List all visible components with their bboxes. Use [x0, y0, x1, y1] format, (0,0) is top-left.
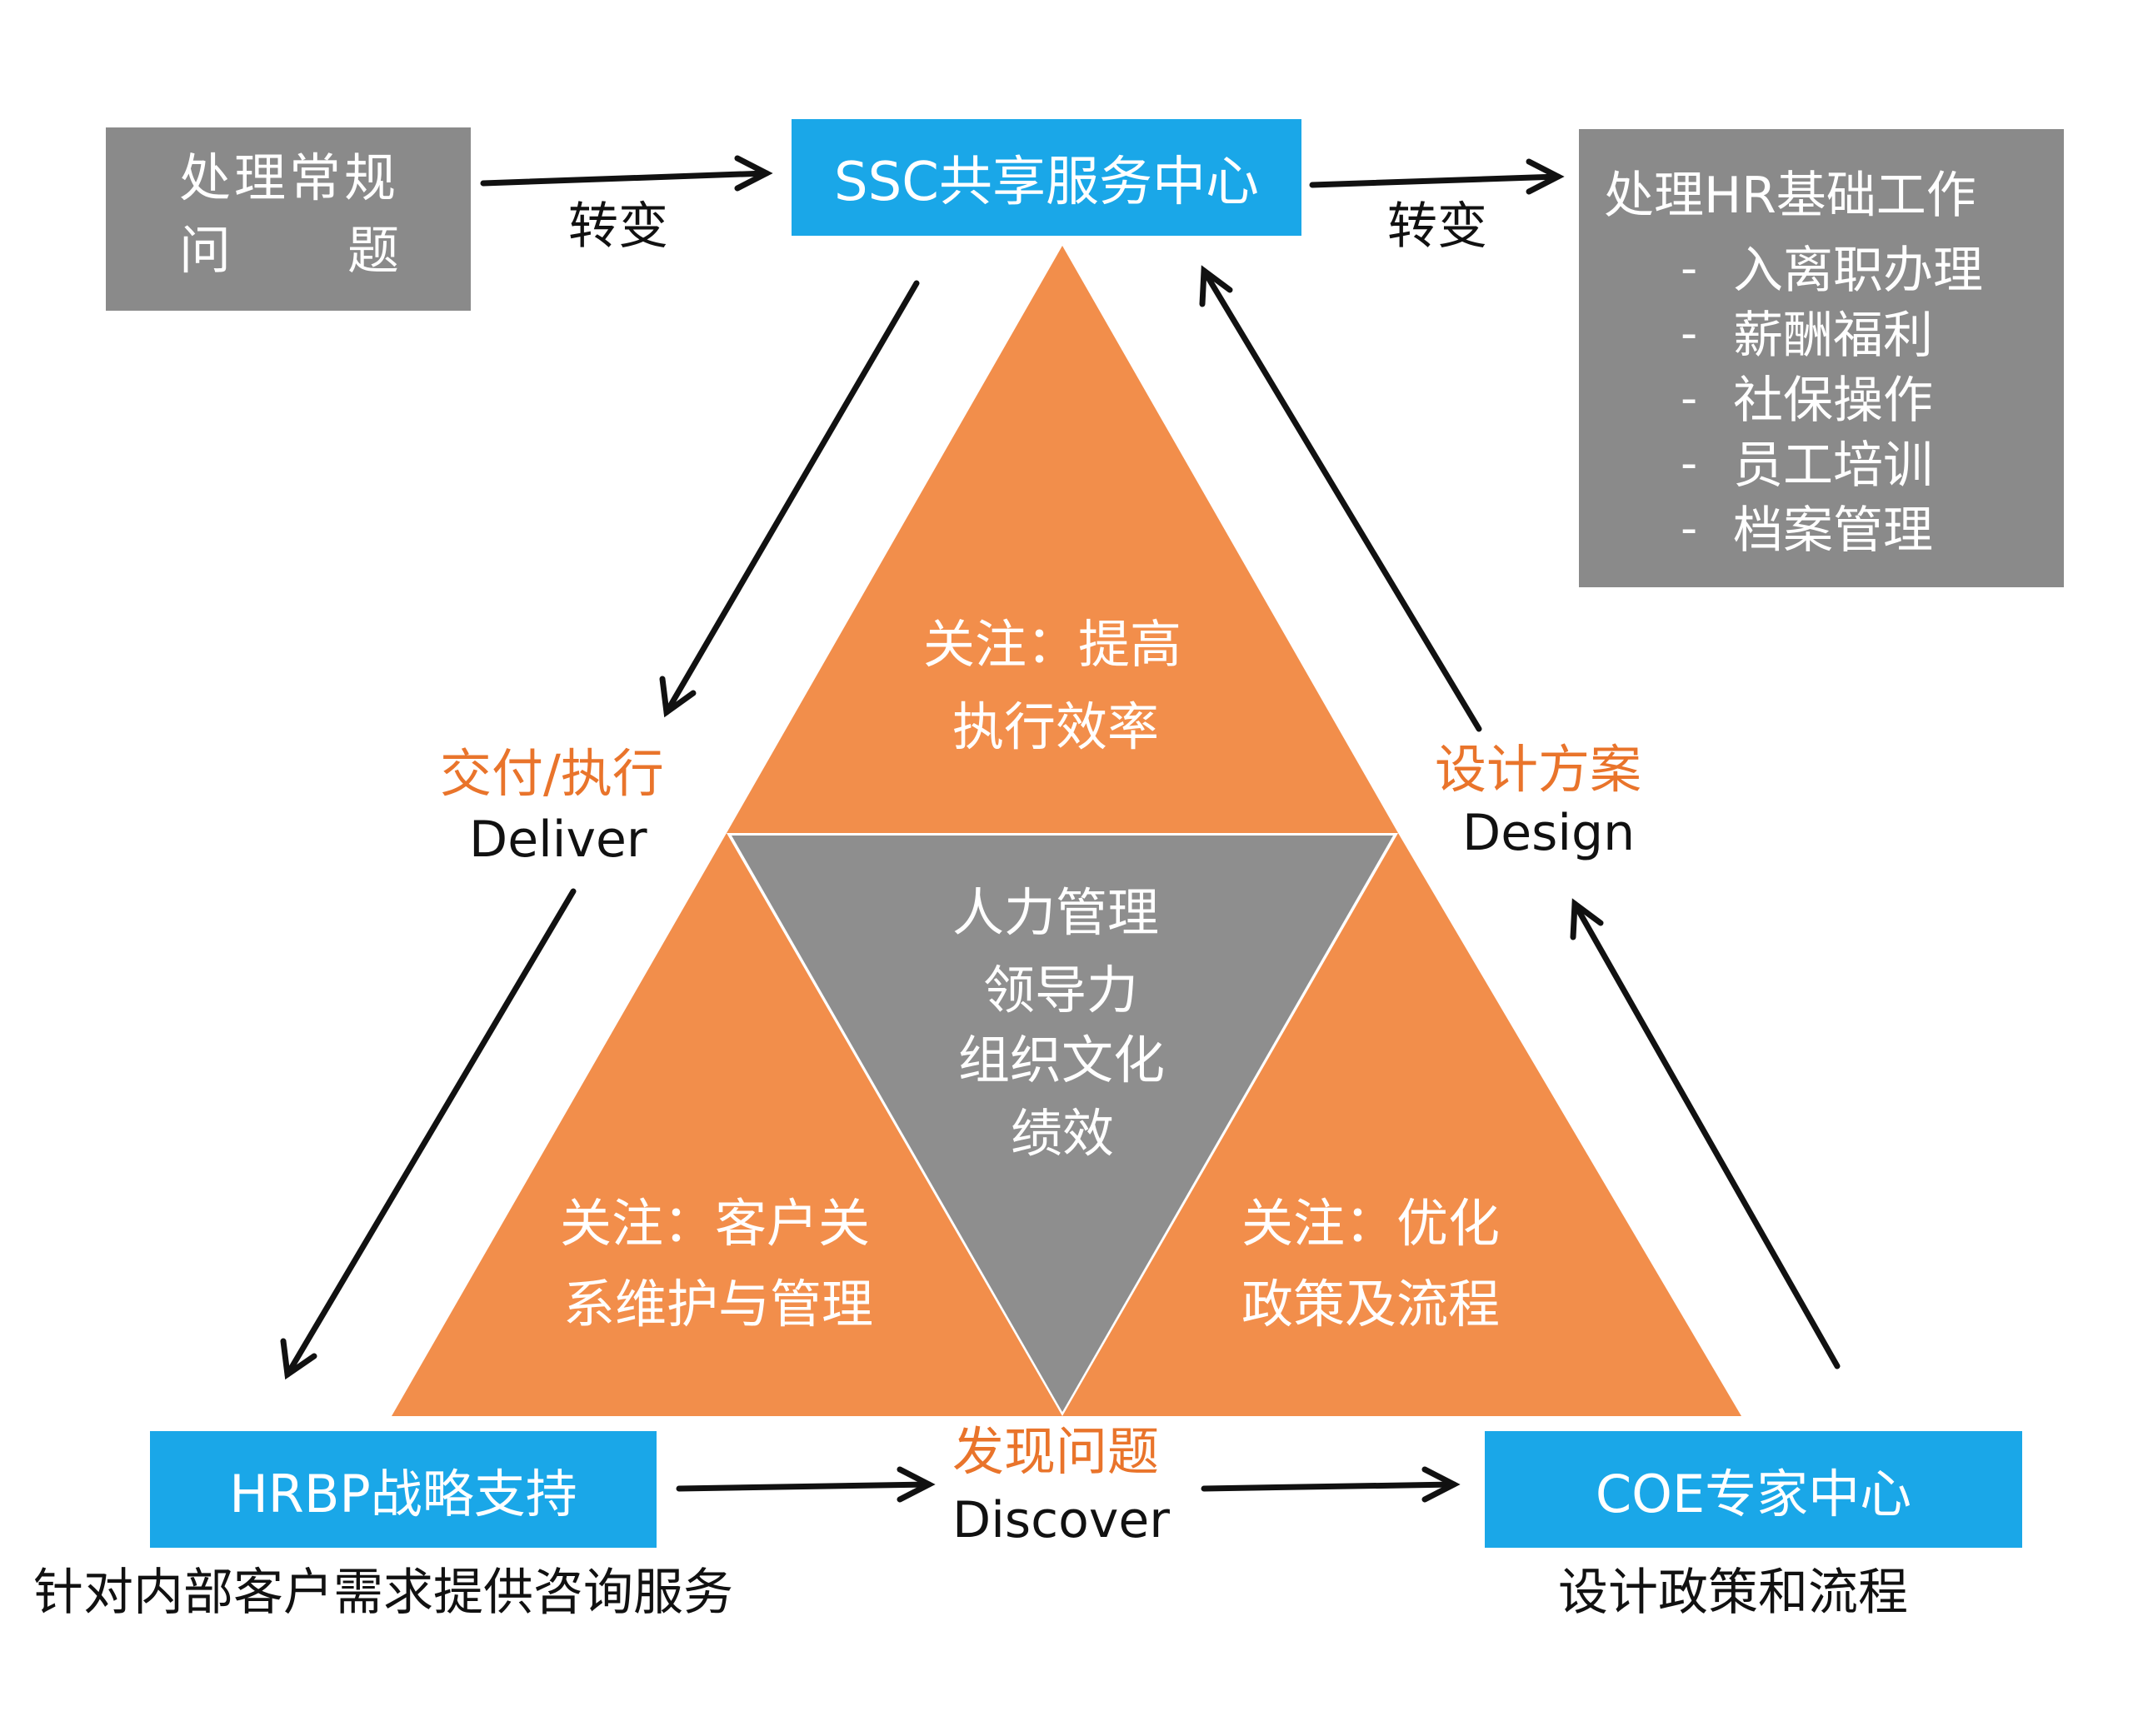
transform-label-left: 转变 [568, 197, 668, 256]
transform-label-right: 转变 [1387, 197, 1487, 256]
coe-box: COE专家中心 [1485, 1431, 2022, 1548]
bottom-right-triangle [1062, 833, 1741, 1416]
hr-basic-item: 入离职办理 [1733, 242, 1983, 300]
arrow-topleft-to-ssc-head [734, 155, 773, 192]
hrbp-box: HRBP战略支持 [150, 1431, 657, 1548]
design-label-cn: 设计方案 [1435, 739, 1642, 800]
hr-basic-bullet: - [1681, 372, 1698, 426]
arrow-ssc-to-topright [1309, 173, 1561, 188]
design-label-en: Design [1462, 804, 1636, 862]
discover-label-en: Discover [952, 1491, 1170, 1549]
hr-basic-bullet: - [1681, 242, 1698, 296]
hr-basic-bullet: - [1681, 307, 1698, 361]
arrow-coe-to-design-head [1570, 898, 1604, 940]
top-triangle-line2: 执行效率 [952, 696, 1160, 757]
hr-basic-bullet: - [1681, 436, 1698, 491]
bottom-left-triangle [392, 833, 1062, 1416]
ssc-label: SSC共享服务中心 [834, 152, 1259, 213]
routine-issues-line2-a: 问 [179, 220, 232, 281]
coe-label: COE专家中心 [1595, 1464, 1912, 1524]
deliver-label-en: Deliver [469, 811, 647, 869]
hr-basic-item: 社保操作 [1733, 372, 1933, 430]
bottom-left-triangle-line2: 系维护与管理 [563, 1274, 874, 1334]
bottom-left-triangle-line1: 关注：客户关 [560, 1193, 871, 1254]
center-triangle-line3: 组织文化 [958, 1030, 1166, 1090]
arrow-ssc-to-deliver-head [659, 676, 697, 718]
arrow-topleft-to-ssc [480, 170, 770, 187]
coe-caption: 设计政策和流程 [1558, 1564, 1908, 1622]
routine-issues-line1: 处理常规 [179, 147, 400, 208]
top-triangle-line1: 关注：提高 [923, 614, 1182, 675]
center-triangle-line4: 绩效 [1011, 1103, 1115, 1164]
arrow-deliver-to-hrbp-head [280, 1338, 317, 1380]
hrbp-caption: 针对内部客户需求提供咨询服务 [33, 1564, 733, 1622]
bottom-right-triangle-line2: 政策及流程 [1241, 1274, 1501, 1334]
hr-basic-item: 薪酬福利 [1733, 307, 1933, 365]
top-triangle [727, 246, 1398, 833]
arrow-ssc-to-deliver [663, 280, 920, 716]
center-triangle-line2: 领导力 [983, 960, 1139, 1020]
hr-basic-work-box: 处理HR基础工作 - 入离职办理 - 薪酬福利 - 社保操作 - 员工培训 - … [1579, 129, 2064, 587]
arrow-hrbp-to-discover-head [897, 1466, 936, 1503]
routine-issues-box: 处理常规 问 题 [106, 127, 471, 311]
hr-basic-work-title: 处理HR基础工作 [1604, 167, 1976, 225]
arrow-ssc-to-topright-head [1526, 158, 1565, 195]
hrbp-label: HRBP战略支持 [229, 1464, 577, 1524]
arrow-deliver-to-hrbp [284, 888, 577, 1378]
center-triangle-line1: 人力管理 [952, 882, 1160, 943]
arrow-design-to-ssc [1201, 267, 1482, 732]
center-triangle [732, 836, 1393, 1412]
routine-issues-line2-b: 题 [347, 220, 400, 281]
discover-label-cn: 发现问题 [952, 1421, 1160, 1482]
arrow-hrbp-to-discover [676, 1481, 932, 1492]
bottom-right-triangle-line1: 关注：优化 [1241, 1193, 1501, 1254]
deliver-label-cn: 交付/执行 [440, 743, 664, 804]
arrow-discover-to-coe-head [1421, 1466, 1461, 1503]
hr-basic-bullet: - [1681, 501, 1698, 556]
hr-basic-item: 档案管理 [1733, 501, 1933, 560]
arrow-design-to-ssc-head [1199, 265, 1233, 307]
ssc-box: SSC共享服务中心 [792, 119, 1301, 236]
hr-basic-item: 员工培训 [1733, 436, 1933, 495]
arrow-coe-to-design [1571, 900, 1841, 1369]
arrow-discover-to-coe [1201, 1481, 1457, 1492]
